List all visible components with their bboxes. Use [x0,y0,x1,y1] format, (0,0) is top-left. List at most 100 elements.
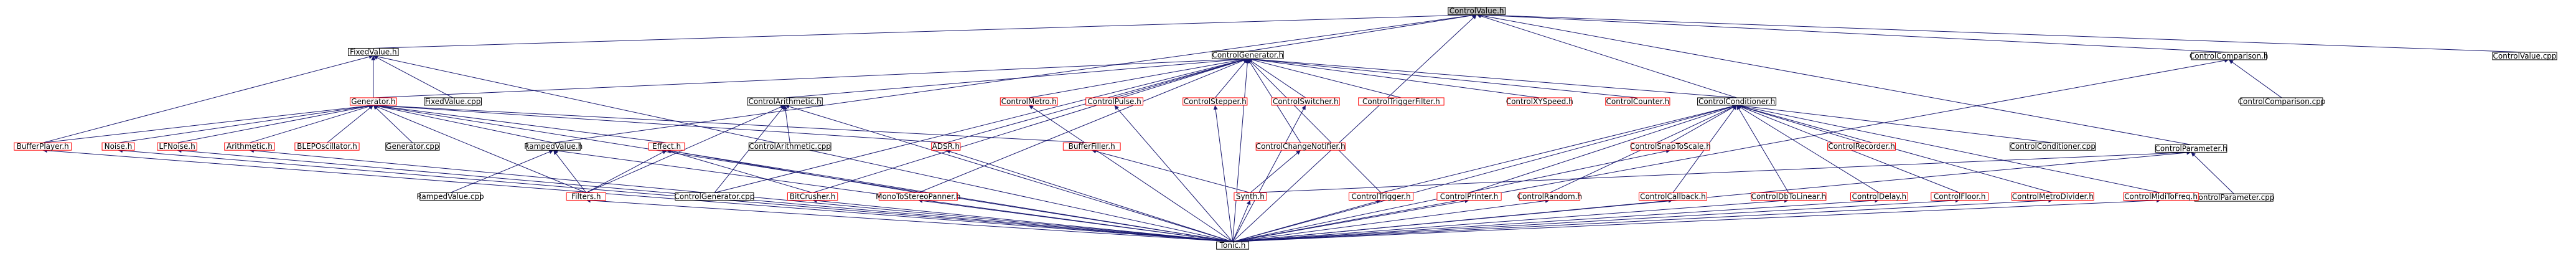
node-box [1348,192,1414,201]
node-box [1605,97,1670,106]
dependency-edge [1250,150,2191,193]
node-noise-h[interactable]: Noise.h [101,142,135,151]
node-tonic-h[interactable]: Tonic.h [1216,241,1250,250]
node-box [1212,50,1284,59]
node-controlswitcher-h[interactable]: ControlSwitcher.h [1271,97,1340,106]
dependency-edge [666,149,813,193]
dependency-edge [1028,105,1233,242]
node-controlarithmetic-h[interactable]: ControlArithmetic.h [747,97,823,106]
node-controldbtolinear-h[interactable]: ControlDbToLinear.h [1751,192,1827,201]
node-controlcallback-h[interactable]: ControlCallback.h [1638,192,1707,201]
node-generator-h[interactable]: Generator.h [349,97,397,106]
node-controlrecorder-h[interactable]: ControlRecorder.h [1827,142,1896,151]
node-bufferplayer-h[interactable]: BufferPlayer.h [14,142,72,151]
node-controlpulse-h[interactable]: ControlPulse.h [1085,97,1144,106]
node-controlvalue-cpp[interactable]: ControlValue.cpp [2492,52,2557,60]
node-bleposcillator-h[interactable]: BLEPOscillator.h [294,142,360,151]
node-controlparameter-cpp[interactable]: ControlParameter.cpp [2193,193,2274,202]
node-label: ControlArithmetic.cpp [749,142,831,151]
node-fixedvalue-cpp[interactable]: FixedValue.cpp [424,97,482,106]
node-controldelay-h[interactable]: ControlDelay.h [1850,192,1908,201]
node-bitcrusher-h[interactable]: BitCrusher.h [787,192,838,201]
dependency-edge [1247,13,1477,52]
node-label: Generator.h [351,97,395,106]
node-filters-h[interactable]: Filters.h [566,192,606,201]
dependency-edge [42,148,1233,242]
dependency-edge [784,104,1233,242]
dependency-edge [1247,57,1540,98]
node-synth-h[interactable]: Synth.h [1234,192,1267,201]
node-controlchangenotifier-h[interactable]: ControlChangeNotifier.h [1255,142,1346,151]
node-controlconditioner-cpp[interactable]: ControlConditioner.cpp [2010,142,2096,151]
node-controltriggerfilter-h[interactable]: ControlTriggerFilter.h [1358,97,1445,106]
node-controlprinter-h[interactable]: ControlPrinter.h [1436,192,1502,201]
node-box [2240,97,2323,106]
dependency-edge [1214,58,1248,98]
dependency-edge [42,103,373,143]
node-effect-h[interactable]: Effect.h [648,142,685,151]
dependency-edge [1092,149,1250,193]
dependency-edge [1232,59,1250,242]
node-controlrandom-h[interactable]: ControlRandom.h [1517,192,1582,201]
node-controlcomparison-cpp[interactable]: ControlComparison.cpp [2238,97,2326,106]
node-controlsnaptoscale-h[interactable]: ControlSnapToScale.h [1630,142,1711,151]
dependency-edge [586,198,1233,242]
node-box [2492,52,2557,60]
node-label: Noise.h [105,142,133,151]
node-box [878,192,958,201]
node-controlstepper-h[interactable]: ControlStepper.h [1183,97,1248,106]
node-controlgenerator-cpp[interactable]: ControlGenerator.cpp [674,192,754,201]
node-controlconditioner-h[interactable]: ControlConditioner.h [1697,97,1777,106]
node-arithmetic-h[interactable]: Arithmetic.h [224,142,275,151]
node-box [2011,192,2094,201]
node-controlvalue-h[interactable]: ControlValue.h [1448,7,1506,16]
node-controlmiditofreq-h[interactable]: ControlMidiToFreq.h [2123,192,2199,201]
node-controlmetrodivider-h[interactable]: ControlMetroDivider.h [2011,192,2094,201]
node-label: BufferFiller.h [1069,142,1115,151]
dependency-edge [118,103,373,143]
dependency-edge [1736,103,2161,193]
node-label: ControlValue.cpp [2493,52,2557,60]
node-label: ControlMidiToFreq.h [2124,192,2198,201]
node-controlparameter-h[interactable]: ControlParameter.h [2155,144,2227,153]
dependency-edge [1232,198,2161,242]
node-box [787,192,838,201]
node-box [1448,7,1506,16]
dependency-edge [945,149,1233,242]
dependency-edge [1232,14,1477,242]
node-controlmetro-h[interactable]: ControlMetro.h [1000,97,1058,106]
node-controlfloor-h[interactable]: ControlFloor.h [1931,192,1989,201]
node-bufferfiller-h[interactable]: BufferFiller.h [1062,142,1121,151]
dependency-edge [1736,103,2053,143]
node-rampedvalue-cpp[interactable]: RampedValue.cpp [416,192,484,201]
dependency-edge [553,149,587,193]
dependency-edge [373,103,554,143]
dependency-edge [1469,104,1737,193]
node-controlarithmetic-cpp[interactable]: ControlArithmetic.cpp [748,142,831,151]
node-box [1271,97,1340,106]
node-label: ControlMetro.h [1001,97,1057,106]
node-controlxyspeed-h[interactable]: ControlXYSpeed.h [1506,97,1573,106]
node-label: ControlPulse.h [1087,97,1141,106]
node-label: ControlConditioner.cpp [2010,142,2096,151]
node-box [1436,192,1502,201]
node-box [349,97,397,106]
dependency-edge [2228,59,2282,98]
dependency-edge [1380,104,1737,193]
node-label: ControlGenerator.cpp [674,192,754,201]
node-rampedvalue-h[interactable]: RampedValue.h [524,142,583,151]
node-controlcomparison-h[interactable]: ControlComparison.h [2190,52,2269,60]
node-monotostereopanner-h[interactable]: MonoToStereoPanner.h [876,192,960,201]
node-fixedvalue-h[interactable]: FixedValue.h [348,47,399,56]
node-lfnoise-h[interactable]: LFNoise.h [157,142,197,151]
node-controlgenerator-h[interactable]: ControlGenerator.h [1212,50,1284,59]
node-generator-cpp[interactable]: Generator.cpp [385,142,440,151]
node-label: Tonic.h [1219,241,1246,250]
node-label: BLEPOscillator.h [297,142,357,151]
node-adsr-h[interactable]: ADSR.h [931,142,961,151]
node-controltrigger-h[interactable]: ControlTrigger.h [1348,192,1414,201]
node-box [157,142,197,151]
node-label: ControlChangeNotifier.h [1256,142,1346,151]
node-controlcounter-h[interactable]: ControlCounter.h [1605,97,1670,106]
node-label: ControlSwitcher.h [1273,97,1339,106]
